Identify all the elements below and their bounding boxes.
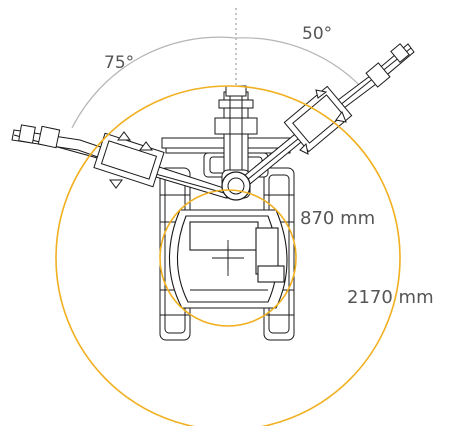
right-swing-angle-label: 50°	[302, 24, 333, 44]
slew-ring	[221, 171, 251, 201]
inner-radius-label: 870 mm	[300, 208, 376, 229]
left-swing-angle-label: 75°	[104, 53, 135, 73]
outer-radius-circle	[55, 85, 401, 426]
boom-left	[11, 124, 231, 199]
center-crosshair	[216, 246, 240, 270]
outer-radius-label: 2170 mm	[347, 287, 434, 308]
cab-window	[189, 221, 259, 251]
inner-radius-circle	[159, 189, 297, 327]
swing-angle-arc	[71, 36, 367, 129]
boom-right	[243, 43, 415, 185]
